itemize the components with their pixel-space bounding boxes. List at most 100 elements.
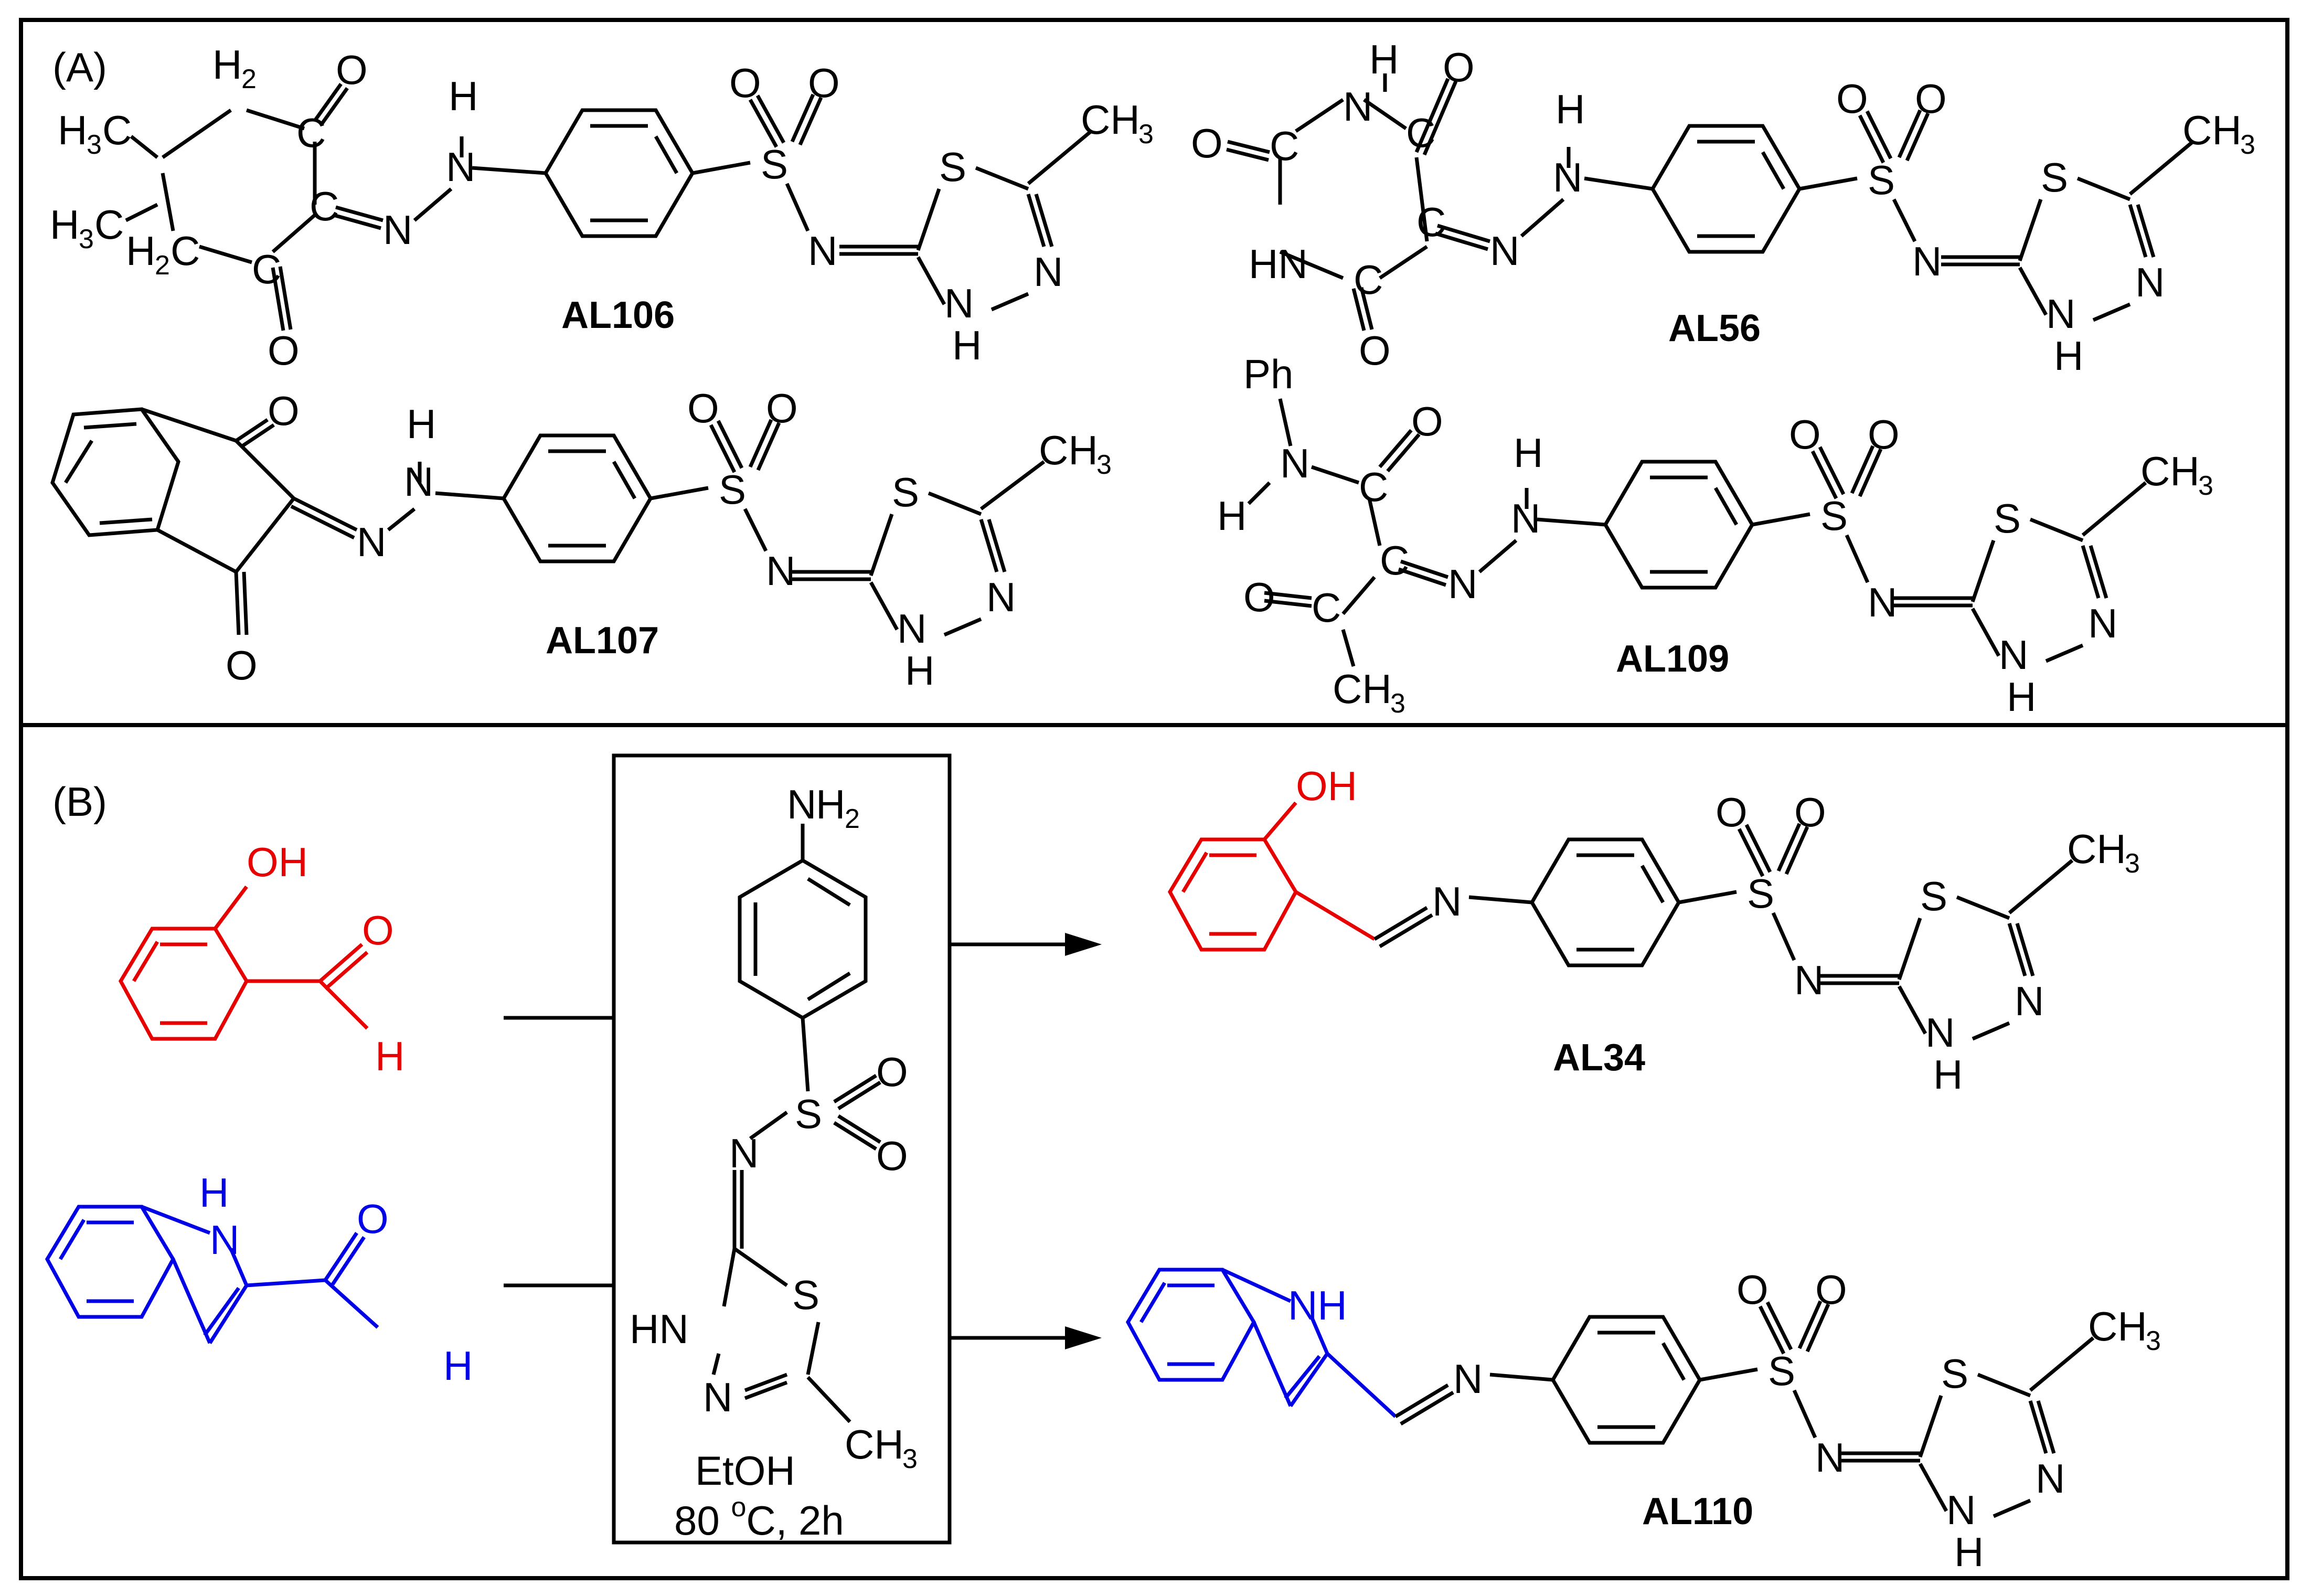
svg-text:N: N (897, 605, 926, 652)
svg-text:CH: CH (2182, 107, 2242, 153)
svg-text:2: 2 (155, 250, 170, 281)
svg-text:O: O (226, 642, 258, 688)
outer-frame (19, 18, 2289, 1580)
svg-text:H: H (449, 73, 478, 119)
salicylaldehyde (118, 885, 369, 1041)
al107-atoms: O O N N H S O O N S N N H CH 3 AL107 (226, 385, 1112, 694)
svg-text:3: 3 (1096, 450, 1112, 480)
reaction-temperature: 80 oC, 2h (674, 1492, 844, 1544)
svg-text:H: H (2007, 674, 2036, 720)
svg-text:H: H (816, 781, 845, 827)
svg-text:S: S (1994, 495, 2021, 541)
svg-text:2: 2 (241, 64, 257, 94)
svg-text:3: 3 (2125, 848, 2140, 879)
svg-text:NH: NH (1288, 1282, 1347, 1328)
svg-text:H: H (407, 401, 436, 447)
svg-text:N: N (2135, 259, 2165, 305)
svg-text:CH: CH (1333, 666, 1392, 712)
indole-carbaldehyde (45, 1205, 379, 1344)
svg-text:N: N (1432, 878, 1462, 924)
svg-text:N: N (729, 1130, 759, 1176)
svg-text:S: S (1868, 157, 1895, 203)
svg-text:3: 3 (79, 224, 94, 254)
sulfamethizole (711, 824, 881, 1423)
svg-text:N: N (1868, 579, 1897, 625)
svg-text:S: S (795, 1091, 822, 1137)
svg-text:N: N (1280, 440, 1309, 486)
svg-text:2: 2 (845, 804, 860, 834)
svg-text:CH: CH (1081, 97, 1140, 143)
svg-text:H: H (1954, 1529, 1984, 1575)
svg-text:S: S (1820, 493, 1848, 539)
svg-text:N: N (944, 280, 974, 326)
svg-text:N: N (1553, 154, 1582, 200)
svg-text:N: N (1034, 249, 1063, 295)
svg-text:H: H (2054, 333, 2083, 379)
svg-text:H: H (126, 228, 155, 274)
compound-al34-red (1167, 801, 1376, 952)
svg-text:N: N (1912, 238, 1942, 284)
svg-text:Ph: Ph (1243, 351, 1293, 397)
svg-text:S: S (1747, 870, 1774, 917)
svg-text:C: C (94, 201, 124, 248)
svg-text:C: C (102, 107, 132, 153)
svg-text:O: O (1915, 76, 1947, 122)
svg-text:O: O (766, 385, 798, 431)
svg-text:O: O (1836, 76, 1868, 122)
indole-atoms: H N O H (199, 1169, 473, 1389)
svg-text:C: C (1270, 123, 1299, 169)
svg-text:O: O (1359, 327, 1391, 374)
svg-text:CH: CH (845, 1421, 904, 1467)
reaction-solvent: EtOH (695, 1448, 795, 1494)
al106-atom: H (212, 41, 242, 88)
al110-atoms: NH N S O O N S N N H CH 3 AL110 (1288, 1267, 2161, 1575)
svg-text:3: 3 (902, 1444, 918, 1474)
svg-text:S: S (719, 466, 746, 513)
svg-text:O: O (1243, 574, 1275, 620)
svg-text:S: S (892, 469, 919, 515)
panel-a-label: (A) (52, 44, 107, 90)
compound-al106 (125, 82, 1093, 331)
al56-atoms: H N O O C C HN C C O N N H S O O N S N N… (1191, 36, 2255, 379)
svg-text:H: H (1556, 86, 1585, 132)
compound-label-al107: AL107 (546, 620, 659, 662)
svg-text:3: 3 (1390, 688, 1405, 719)
svg-text:N: N (446, 144, 475, 190)
panel-b-label: (B) (52, 779, 107, 825)
svg-text:N: N (986, 574, 1016, 620)
svg-text:H: H (375, 1033, 404, 1079)
reagent-box (612, 753, 952, 1545)
svg-text:O: O (1411, 398, 1443, 444)
salicylaldehyde-atoms: OH O H (247, 839, 404, 1079)
compound-label-al56: AL56 (1668, 307, 1761, 349)
svg-text:O: O (357, 1196, 389, 1242)
svg-text:O: O (336, 47, 368, 93)
svg-text:CH: CH (2088, 1303, 2147, 1349)
svg-text:O: O (1443, 44, 1475, 90)
svg-text:N: N (210, 1217, 239, 1263)
svg-text:CH: CH (2140, 448, 2200, 494)
svg-text:N: N (1343, 83, 1372, 130)
svg-text:3: 3 (2198, 471, 2213, 501)
svg-text:O: O (1191, 120, 1223, 166)
svg-text:C: C (310, 183, 339, 229)
al34-atoms: OH N S O O N S N N H CH 3 AL34 (1296, 763, 2140, 1098)
svg-text:C: C (1416, 199, 1446, 245)
svg-text:S: S (792, 1272, 819, 1318)
svg-text:N: N (787, 781, 816, 827)
svg-text:C: C (252, 246, 281, 292)
svg-text:N: N (2088, 600, 2117, 646)
svg-text:3: 3 (2146, 1326, 2161, 1356)
svg-text:N: N (1946, 1487, 1976, 1533)
compound-label-al110: AL110 (1642, 1491, 1753, 1533)
svg-text:H: H (1514, 430, 1543, 476)
svg-text:N: N (1794, 957, 1824, 1003)
svg-text:N: N (2036, 1455, 2065, 1502)
svg-text:HN: HN (630, 1306, 689, 1352)
reaction-connectors (504, 1016, 614, 1288)
svg-text:O: O (1737, 1267, 1769, 1313)
svg-text:S: S (939, 144, 966, 190)
svg-text:O: O (687, 385, 719, 431)
svg-text:C: C (1380, 537, 1409, 583)
svg-text:C: C (1312, 584, 1341, 631)
